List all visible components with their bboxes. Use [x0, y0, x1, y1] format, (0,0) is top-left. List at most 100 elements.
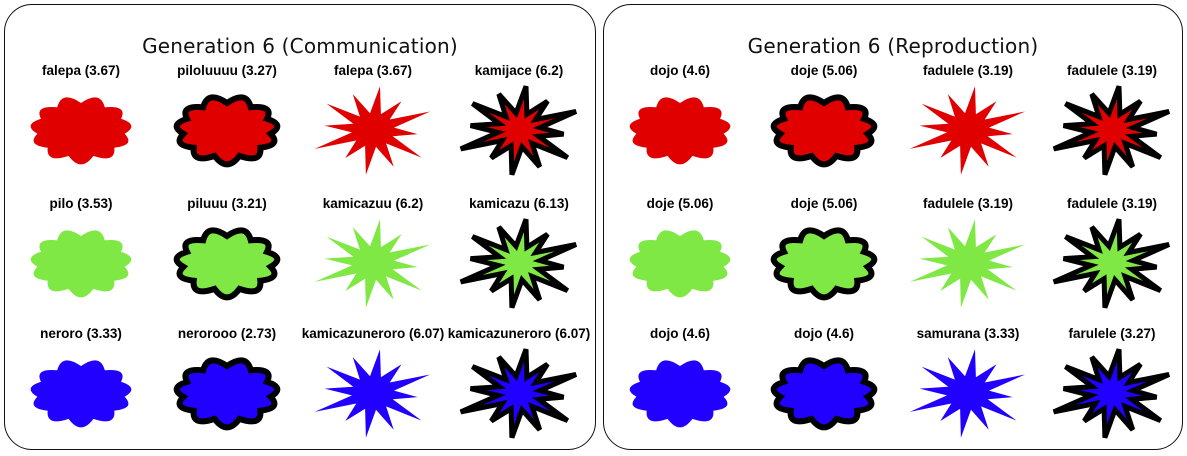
shape-fill	[173, 94, 281, 168]
shape-label: fadulele (3.19)	[1066, 196, 1158, 211]
shape-cell: farulele (3.27)	[1039, 326, 1185, 456]
shape-cell: kamijace (6.2)	[446, 63, 592, 193]
shape-cell: doje (5.06)	[751, 63, 897, 193]
shape-label: piloluuuu (3.27)	[177, 63, 277, 78]
shape-label: dojo (4.6)	[794, 326, 854, 341]
shape-label: doje (5.06)	[790, 63, 858, 78]
shape-cell: dojo (4.6)	[607, 63, 753, 193]
shape-label: fadulele (3.19)	[1066, 63, 1158, 78]
shape-fill	[173, 357, 281, 431]
shape-cell: kamicazuneroro (6.07)	[300, 326, 446, 456]
shape-fill	[629, 230, 731, 298]
shape-fill	[30, 230, 132, 298]
star-shape	[314, 86, 431, 175]
shape-label: kamijace (6.2)	[474, 63, 564, 78]
shape-label: dojo (4.6)	[650, 63, 710, 78]
shape-cell: kamicazu (6.13)	[446, 196, 592, 326]
outlined-star-shape	[459, 85, 578, 176]
shape-cell: fadulele (3.19)	[895, 196, 1041, 326]
shape-fill	[459, 348, 578, 439]
shape-fill	[173, 227, 281, 301]
shape-cell: piloluuuu (3.27)	[154, 63, 300, 193]
shape-fill	[30, 360, 132, 428]
outlined-cloud-shape	[770, 357, 878, 431]
shape-cell: kamicazuu (6.2)	[300, 196, 446, 326]
shape-fill	[909, 219, 1026, 308]
shape-cell: fadulele (3.19)	[1039, 63, 1185, 193]
outlined-star-shape	[459, 218, 578, 309]
outlined-star-shape	[1052, 218, 1171, 309]
shape-label: samurana (3.33)	[916, 326, 1020, 341]
shape-fill	[770, 94, 878, 168]
shape-cell: neroro (3.33)	[8, 326, 154, 456]
star-shape	[909, 86, 1026, 175]
shape-label: pilo (3.53)	[49, 196, 113, 211]
outlined-cloud-shape	[173, 357, 281, 431]
shape-fill	[459, 85, 578, 176]
shape-label: doje (5.06)	[646, 196, 714, 211]
shape-cell: fadulele (3.19)	[895, 63, 1041, 193]
shape-cell: samurana (3.33)	[895, 326, 1041, 456]
shape-label: neroro (3.33)	[40, 326, 122, 341]
panel-reproduction: Generation 6 (Reproduction) dojo (4.6) do…	[603, 4, 1183, 450]
shape-cell: piluuu (3.21)	[154, 196, 300, 326]
shape-label: kamicazu (6.13)	[469, 196, 569, 211]
shape-fill	[459, 218, 578, 309]
shape-cell: doje (5.06)	[607, 196, 753, 326]
shape-cell: doje (5.06)	[751, 196, 897, 326]
panel-title: Generation 6 (Reproduction)	[747, 34, 1039, 58]
shape-label: dojo (4.6)	[650, 326, 710, 341]
shape-label: nerorooo (2.73)	[177, 326, 277, 341]
shape-fill	[30, 97, 132, 165]
shape-fill	[629, 97, 731, 165]
shape-label: falepa (3.67)	[333, 63, 413, 78]
shape-label: kamicazuneroro (6.07)	[447, 326, 591, 341]
cloud-shape	[629, 97, 731, 165]
shape-label: kamicazuneroro (6.07)	[301, 326, 445, 341]
shape-cell: dojo (4.6)	[607, 326, 753, 456]
shape-label: kamicazuu (6.2)	[322, 196, 424, 211]
cloud-shape	[30, 97, 132, 165]
shape-label: doje (5.06)	[790, 196, 858, 211]
star-shape	[314, 219, 431, 308]
shape-fill	[909, 86, 1026, 175]
shape-fill	[629, 360, 731, 428]
cloud-shape	[30, 360, 132, 428]
shape-cell: pilo (3.53)	[8, 196, 154, 326]
shape-fill	[770, 357, 878, 431]
shape-label: farulele (3.27)	[1068, 326, 1156, 341]
shape-label: piluuu (3.21)	[187, 196, 267, 211]
shape-label: fadulele (3.19)	[922, 63, 1014, 78]
shape-cell: fadulele (3.19)	[1039, 196, 1185, 326]
outlined-cloud-shape	[173, 227, 281, 301]
shape-cell: kamicazuneroro (6.07)	[446, 326, 592, 456]
shape-cell: falepa (3.67)	[8, 63, 154, 193]
panel-communication: Generation 6 (Communication) falepa (3.6…	[4, 4, 596, 450]
outlined-cloud-shape	[173, 94, 281, 168]
outlined-cloud-shape	[770, 94, 878, 168]
shape-fill	[1052, 348, 1171, 439]
shape-label: fadulele (3.19)	[922, 196, 1014, 211]
shape-fill	[314, 86, 431, 175]
shape-fill	[909, 349, 1026, 438]
outlined-star-shape	[1052, 348, 1171, 439]
shape-fill	[770, 227, 878, 301]
shape-label: falepa (3.67)	[41, 63, 121, 78]
cloud-shape	[30, 230, 132, 298]
star-shape	[909, 219, 1026, 308]
panel-title: Generation 6 (Communication)	[142, 34, 458, 58]
shape-fill	[1052, 85, 1171, 176]
shape-fill	[314, 219, 431, 308]
shape-cell: dojo (4.6)	[751, 326, 897, 456]
shape-fill	[1052, 218, 1171, 309]
shape-cell: nerorooo (2.73)	[154, 326, 300, 456]
shape-cell: falepa (3.67)	[300, 63, 446, 193]
shape-fill	[314, 349, 431, 438]
outlined-star-shape	[459, 348, 578, 439]
cloud-shape	[629, 360, 731, 428]
star-shape	[314, 349, 431, 438]
cloud-shape	[629, 230, 731, 298]
outlined-star-shape	[1052, 85, 1171, 176]
outlined-cloud-shape	[770, 227, 878, 301]
star-shape	[909, 349, 1026, 438]
